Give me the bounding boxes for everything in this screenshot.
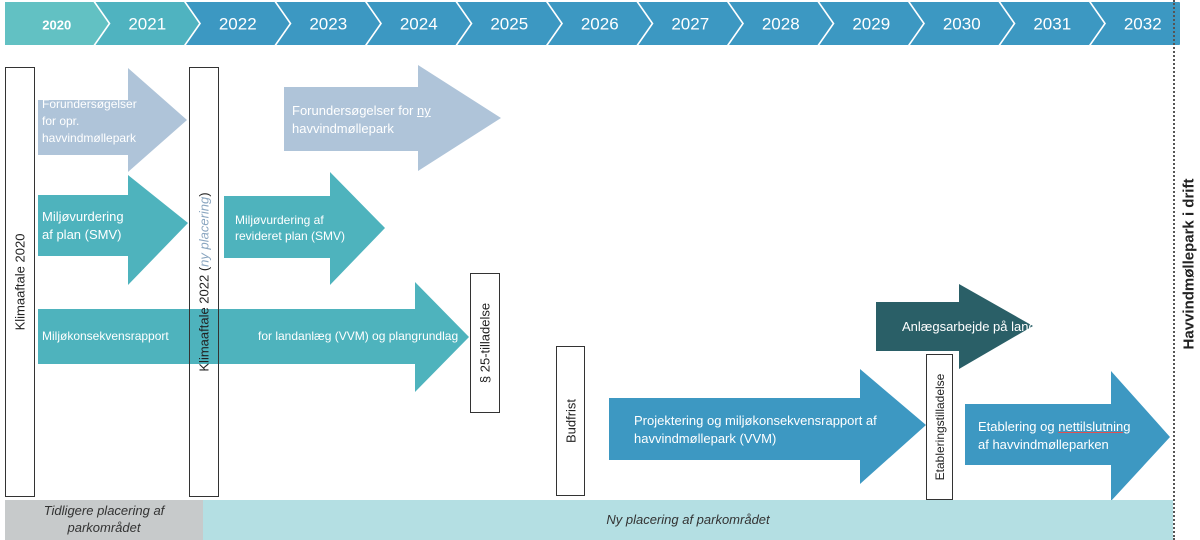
arrow-etablering	[965, 371, 1170, 501]
arrow-anlaegsarbejde	[876, 284, 1033, 369]
milestone-klimaaftale-2022-prefix: Klimaaftale 2022 (	[196, 266, 212, 372]
arrow-projektering	[609, 369, 926, 484]
timeline-chevron-2021	[95, 2, 199, 45]
milestone-klimaaftale-2022-label: Klimaaftale 2022 (ny placering)	[197, 192, 212, 371]
label-miljoekonsekvens-right: for landanlæg (VVM) og plangrundlag	[258, 329, 459, 343]
timeline-year-2023: 2023	[309, 15, 347, 34]
final-dotted-line	[1173, 0, 1175, 540]
timeline-chevron-2028	[729, 2, 833, 45]
milestone-budfrist-label: Budfrist	[563, 398, 578, 444]
timeline-chevron-2020	[5, 2, 109, 45]
milestone-klimaaftale-2022-italic: ny placering	[196, 196, 212, 267]
timeline-year-2031: 2031	[1033, 15, 1071, 34]
label-miljoekonsekvens-left: Miljøkonsekvensrapport	[42, 329, 169, 343]
timeline-chevron-2023	[276, 2, 380, 45]
band-ny-placering-label: Ny placering af parkområdet	[606, 511, 770, 527]
label-forundersoegelser-ny-suffix: havvindmøllepark	[292, 120, 394, 136]
timeline-chevron-2027	[638, 2, 742, 45]
milestone-25-tilladelse: § 25-tilladelse	[470, 273, 500, 413]
arrow-forundersoegelser-ny	[284, 65, 501, 171]
milestone-klimaaftale-2020: Klimaaftale 2020	[5, 67, 35, 497]
timeline-chevron-2022	[186, 2, 290, 45]
timeline-year-2022: 2022	[219, 15, 257, 34]
milestone-klimaaftale-2020-label: Klimaaftale 2020	[12, 233, 28, 331]
arrow-forundersoegelser-opr	[38, 68, 187, 172]
band-tidligere-placering-label: Tidligere placering af parkområdet	[43, 503, 165, 535]
timeline-year-2028: 2028	[762, 15, 800, 34]
label-etablering: Etablering og nettilslutning af havvindmø…	[978, 418, 1158, 453]
timeline-year-2024: 2024	[400, 15, 438, 34]
label-etablering-suffix: af havvindmølleparken	[978, 436, 1109, 452]
label-etablering-underlined: nettilslutning	[1058, 419, 1131, 434]
timeline-year-2029: 2029	[852, 15, 890, 34]
milestone-etableringstilladelse-label: Etableringstilladelse	[932, 373, 947, 481]
label-etablering-prefix: Etablering og	[978, 419, 1059, 434]
timeline-chevron-2026	[548, 2, 652, 45]
timeline-chevron-2025	[457, 2, 561, 45]
arrow-miljoevurdering-revideret	[224, 172, 385, 285]
label-anlaegsarbejde: Anlægsarbejde på land	[902, 319, 1036, 334]
label-forundersoegelser-ny: Forundersøgelser for ny havvindmøllepark	[292, 102, 472, 137]
arrow-miljoekonsekvensrapport	[38, 282, 469, 392]
band-tidligere-placering: Tidligere placering af parkområdet	[5, 500, 203, 540]
final-label-havvindmoellepark-i-drift: Havvindmøllepark i drift	[1180, 178, 1198, 350]
milestone-klimaaftale-2022: Klimaaftale 2022 (ny placering)	[189, 67, 219, 497]
milestone-klimaaftale-2022-suffix: )	[196, 192, 212, 197]
timeline-bar: 2020 2021 2022 2023 2024 2025 2026 2027 2028 2029…	[5, 2, 1180, 45]
timeline-chevron-2029	[819, 2, 923, 45]
timeline-year-2021: 2021	[128, 15, 166, 34]
band-ny-placering: Ny placering af parkområdet	[203, 500, 1173, 540]
milestone-budfrist: Budfrist	[556, 346, 585, 496]
timeline-chevron-2032	[1091, 2, 1180, 45]
label-forundersoegelser-ny-prefix: Forundersøgelser for	[292, 103, 417, 118]
timeline-year-2030: 2030	[943, 15, 981, 34]
arrow-miljoevurdering-plan	[38, 175, 188, 285]
timeline-year-2032: 2032	[1124, 15, 1162, 34]
milestone-etableringstilladelse: Etableringstilladelse	[926, 354, 953, 500]
timeline-chevron-2031	[1000, 2, 1104, 45]
timeline-year-2026: 2026	[581, 15, 619, 34]
timeline-chevron-2024	[367, 2, 471, 45]
timeline-year-2020: 2020	[42, 18, 71, 33]
timeline-year-2027: 2027	[671, 15, 709, 34]
timeline-year-2025: 2025	[490, 15, 528, 34]
milestone-25-tilladelse-label: § 25-tilladelse	[477, 302, 493, 384]
label-miljoevurdering-plan: Miljøvurdering af plan (SMV)	[42, 209, 124, 242]
label-miljoevurdering-revideret: Miljøvurdering af revideret plan (SMV)	[235, 213, 346, 244]
timeline-chevron-2030	[910, 2, 1014, 45]
label-forundersoegelser-ny-underlined: ny	[417, 103, 431, 118]
label-forundersoegelser-opr: Forundersøgelser for opr. havvindmøllepa…	[42, 97, 137, 145]
label-projektering: Projektering og miljøkonsekvensrapport a…	[634, 413, 877, 446]
